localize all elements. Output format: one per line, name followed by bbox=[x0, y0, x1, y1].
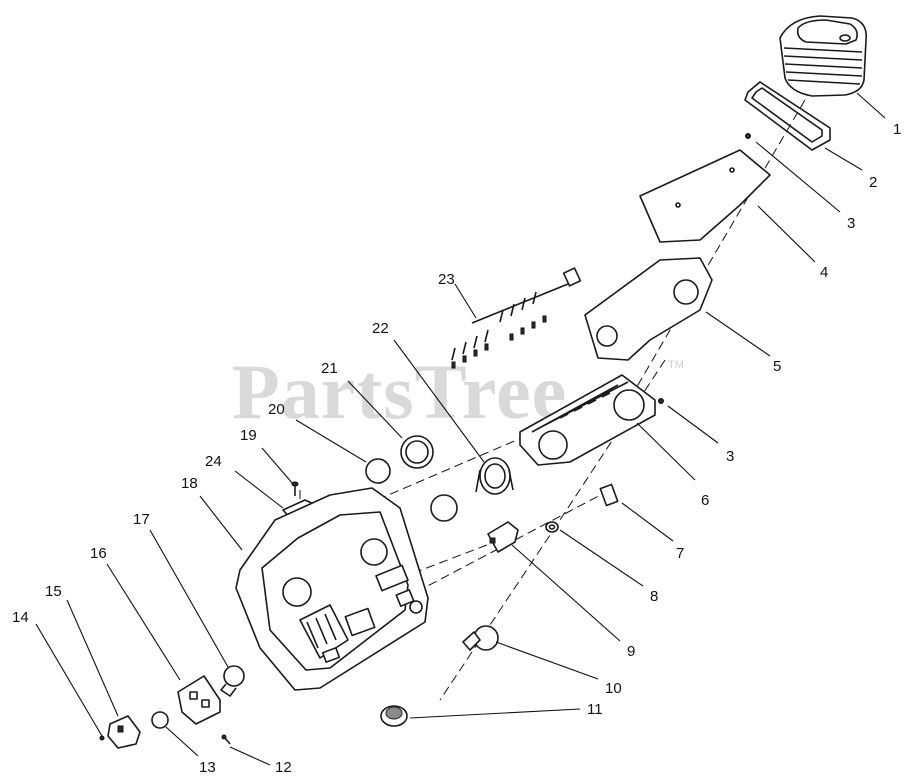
callout-23: 23 bbox=[438, 271, 455, 288]
part-9-switch bbox=[487, 521, 519, 553]
part-19-screw bbox=[291, 481, 299, 496]
callout-20: 20 bbox=[268, 401, 285, 418]
part-1-cap bbox=[779, 15, 868, 97]
callout-3: 3 bbox=[847, 215, 855, 232]
callout-22: 22 bbox=[372, 320, 389, 337]
callout-13: 13 bbox=[199, 759, 216, 776]
part-8-nut bbox=[545, 521, 559, 533]
part-3-screw-top bbox=[745, 133, 751, 139]
callout-21: 21 bbox=[321, 360, 338, 377]
callout-3-lower: 3 bbox=[726, 448, 734, 465]
callout-12: 12 bbox=[275, 759, 292, 776]
callout-18: 18 bbox=[181, 475, 198, 492]
callout-6: 6 bbox=[701, 492, 709, 509]
part-7-clip bbox=[599, 483, 619, 507]
watermark: PartsTree TM bbox=[232, 348, 684, 435]
callout-17: 17 bbox=[133, 511, 150, 528]
callout-8: 8 bbox=[650, 588, 658, 605]
part-15-socket bbox=[107, 715, 141, 749]
part-20-ring bbox=[365, 458, 458, 522]
part-3-screw-lower bbox=[658, 398, 664, 404]
callout-9: 9 bbox=[627, 643, 635, 660]
callout-10: 10 bbox=[605, 680, 622, 697]
part-21-gauge bbox=[400, 435, 434, 469]
part-4-plate bbox=[639, 149, 771, 243]
part-2-gasket bbox=[744, 81, 831, 151]
callout-labels: 1 2 3 4 5 3 6 7 8 9 10 11 12 13 14 15 16… bbox=[12, 121, 901, 776]
watermark-tm: TM bbox=[668, 359, 684, 371]
callout-1: 1 bbox=[893, 121, 901, 138]
callout-11: 11 bbox=[587, 701, 603, 718]
part-23-harness bbox=[451, 267, 582, 369]
callout-24: 24 bbox=[205, 453, 222, 470]
callout-14: 14 bbox=[12, 609, 29, 626]
part-17-bulb bbox=[220, 665, 245, 697]
callout-2: 2 bbox=[869, 174, 877, 191]
callout-7: 7 bbox=[676, 545, 684, 562]
watermark-text: PartsTree bbox=[232, 348, 567, 435]
part-10-lamp bbox=[462, 625, 499, 651]
part-11-knob bbox=[380, 705, 408, 727]
part-18-dash-panel bbox=[235, 487, 429, 691]
callout-15: 15 bbox=[45, 583, 62, 600]
leader-lines bbox=[35, 92, 886, 766]
part-5-sheet bbox=[584, 257, 713, 361]
part-13-bulb bbox=[151, 711, 169, 729]
callout-16: 16 bbox=[90, 545, 107, 562]
part-6-frame bbox=[519, 374, 656, 466]
part-22-bezel bbox=[475, 457, 514, 495]
part-16-switch-block bbox=[177, 675, 221, 725]
callout-5: 5 bbox=[773, 358, 781, 375]
callout-19: 19 bbox=[240, 427, 257, 444]
callout-4: 4 bbox=[820, 264, 828, 281]
part-14-screw bbox=[99, 735, 105, 741]
part-12-screw bbox=[221, 734, 231, 745]
